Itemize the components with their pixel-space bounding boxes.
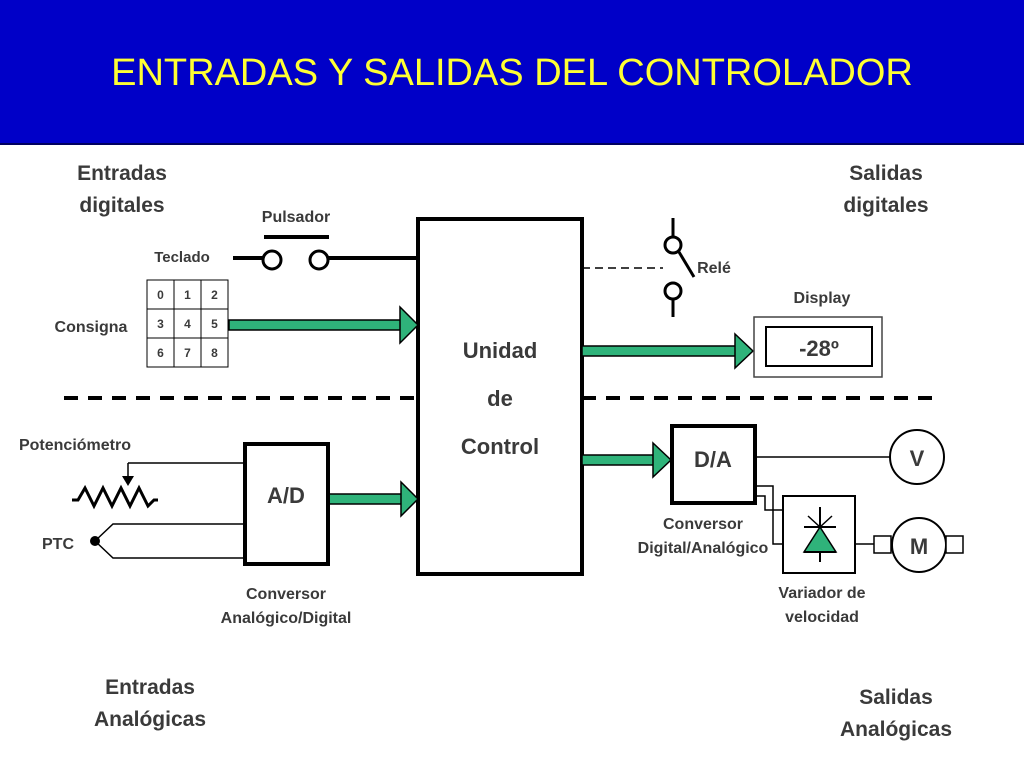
da-caption-2: Digital/Analógico bbox=[638, 540, 769, 557]
rele-label: Relé bbox=[697, 260, 731, 277]
keypad-key: 2 bbox=[211, 288, 218, 302]
arrow-consigna bbox=[228, 305, 420, 345]
teclado-label: Teclado bbox=[154, 249, 210, 266]
da-converter-box bbox=[670, 424, 757, 505]
keypad-key: 0 bbox=[157, 288, 164, 302]
ptc-wire-top bbox=[94, 523, 245, 542]
ptc-wire-bottom bbox=[94, 540, 245, 559]
pushbutton-contact-right bbox=[308, 249, 330, 271]
title-banner: ENTRADAS Y SALIDAS DEL CONTROLADOR bbox=[0, 0, 1024, 145]
analog-outputs-heading-2: Analógicas bbox=[840, 718, 952, 741]
variador-caption-1: Variador de bbox=[778, 585, 865, 602]
control-unit-label-2: de bbox=[487, 386, 513, 411]
keypad-key: 7 bbox=[184, 346, 191, 360]
digital-outputs-heading-2: digitales bbox=[843, 194, 928, 217]
display-screen bbox=[765, 326, 873, 367]
motor-label: M bbox=[910, 534, 928, 559]
page-title: ENTRADAS Y SALIDAS DEL CONTROLADOR bbox=[111, 52, 913, 94]
keypad-key: 3 bbox=[157, 317, 164, 331]
control-unit-label-3: Control bbox=[461, 434, 539, 459]
keypad-key: 1 bbox=[184, 288, 191, 302]
analog-inputs-heading-2: Analógicas bbox=[94, 708, 206, 731]
potentiometer-resistor-icon bbox=[72, 484, 158, 510]
control-unit-box bbox=[416, 217, 584, 576]
digital-inputs-heading-1: Entradas bbox=[77, 162, 167, 185]
da-label: D/A bbox=[694, 447, 732, 472]
voltmeter-label: V bbox=[910, 446, 925, 471]
consigna-label: Consigna bbox=[55, 319, 128, 336]
motor-shaft-right-icon bbox=[945, 535, 964, 554]
keypad-frame bbox=[146, 279, 229, 368]
keypad-key: 5 bbox=[211, 317, 218, 331]
keypad: 0 1 2 3 4 5 6 7 8 bbox=[146, 279, 229, 368]
keypad-key: 4 bbox=[184, 317, 191, 331]
da-caption-1: Conversor bbox=[663, 516, 743, 533]
relay-contact-top bbox=[663, 235, 683, 255]
arrow-display bbox=[581, 332, 755, 370]
variador-wire-1 bbox=[755, 485, 783, 545]
motor-shaft-left-icon bbox=[873, 535, 892, 554]
digital-inputs-heading-2: digitales bbox=[79, 194, 164, 217]
display-label: Display bbox=[794, 290, 851, 307]
control-unit-label-1: Unidad bbox=[463, 338, 538, 363]
voltmeter-icon bbox=[889, 429, 945, 485]
variador-wire-2 bbox=[755, 495, 783, 511]
potenciometro-label: Potenciómetro bbox=[19, 437, 131, 454]
potentiometer-wiper-arrow-icon bbox=[122, 476, 134, 486]
analog-inputs-heading-1: Entradas bbox=[105, 676, 195, 699]
pushbutton-contact-left bbox=[261, 249, 283, 271]
analog-outputs-heading-1: Salidas bbox=[859, 686, 933, 709]
ad-caption-1: Conversor bbox=[246, 586, 326, 603]
ptc-label: PTC bbox=[42, 536, 74, 553]
ad-label: A/D bbox=[267, 483, 305, 508]
ad-converter-box bbox=[243, 442, 330, 566]
variador-caption-2: velocidad bbox=[785, 609, 859, 626]
pulsador-label: Pulsador bbox=[262, 209, 330, 226]
digital-outputs-heading-1: Salidas bbox=[849, 162, 923, 185]
arrow-ad bbox=[328, 480, 420, 518]
triac-icon bbox=[802, 507, 838, 562]
keypad-key: 8 bbox=[211, 346, 218, 360]
ad-caption-2: Analógico/Digital bbox=[221, 610, 352, 627]
arrow-da bbox=[581, 441, 673, 479]
relay-switch-blade bbox=[677, 251, 696, 278]
display-value: -28º bbox=[799, 336, 839, 361]
relay-contact-bottom bbox=[663, 281, 683, 301]
keypad-key: 6 bbox=[157, 346, 164, 360]
